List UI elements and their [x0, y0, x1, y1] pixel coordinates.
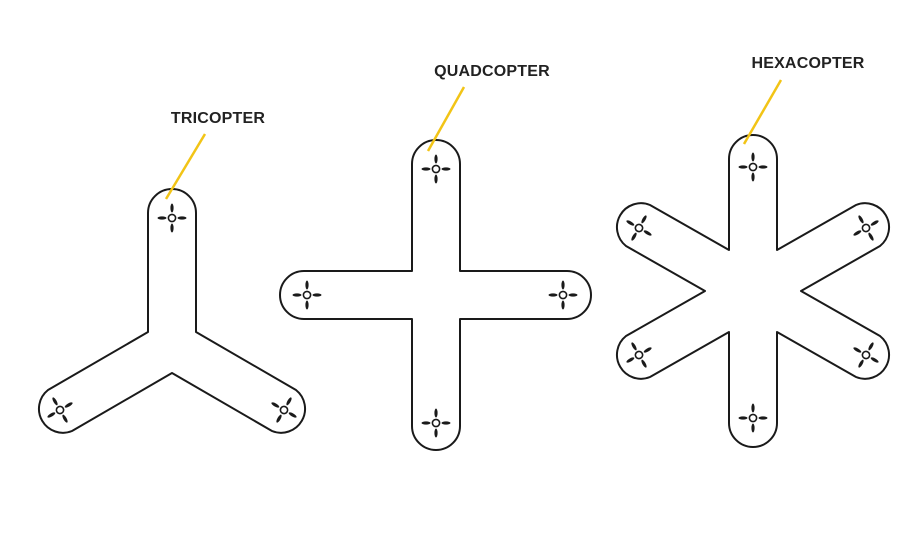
mount-slot-icon — [758, 416, 768, 420]
mount-slot-icon — [177, 216, 187, 220]
motor-hole-icon — [558, 290, 568, 300]
mount-slot-icon — [631, 342, 637, 351]
motor-mount-icon — [853, 215, 879, 241]
motor-mount-icon — [421, 408, 451, 438]
mount-slot-icon — [548, 293, 558, 297]
mount-slot-icon — [64, 402, 73, 408]
motor-hole-icon — [861, 350, 871, 360]
motor-mount-icon — [421, 154, 451, 184]
motor-mount-icon — [626, 215, 652, 241]
mount-slot-icon — [870, 220, 879, 226]
mount-slot-icon — [47, 412, 56, 418]
mount-slot-icon — [305, 280, 309, 290]
motor-hole-icon — [431, 164, 441, 174]
mount-slot-icon — [434, 428, 438, 438]
mount-slot-icon — [568, 293, 578, 297]
motor-mount-icon — [626, 342, 652, 368]
mount-slot-icon — [751, 423, 755, 433]
mount-slot-icon — [271, 402, 280, 408]
mount-slot-icon — [626, 220, 635, 226]
mount-slot-icon — [561, 280, 565, 290]
mount-slot-icon — [738, 416, 748, 420]
hexacopter-motor-mounts — [626, 152, 879, 433]
mount-slot-icon — [441, 421, 451, 425]
hexacopter-frame — [615, 134, 891, 448]
mount-slot-icon — [288, 412, 297, 418]
hexacopter-label: HEXACOPTER — [751, 55, 864, 72]
mount-slot-icon — [157, 216, 167, 220]
mount-slot-icon — [738, 165, 748, 169]
motor-mount-icon — [47, 397, 73, 423]
motor-hole-icon — [167, 213, 177, 223]
mount-slot-icon — [52, 397, 58, 406]
motor-hole-icon — [748, 413, 758, 423]
motor-hole-icon — [302, 290, 312, 300]
motor-hole-icon — [748, 162, 758, 172]
mount-slot-icon — [858, 215, 864, 224]
hexacopter-group: HEXACOPTER — [615, 55, 891, 448]
mount-slot-icon — [561, 300, 565, 310]
motor-mount-icon — [157, 203, 187, 233]
mount-slot-icon — [751, 172, 755, 182]
mount-slot-icon — [312, 293, 322, 297]
mount-slot-icon — [441, 167, 451, 171]
quadcopter-frame — [279, 139, 592, 451]
motor-hole-icon — [634, 350, 644, 360]
tricopter-motor-mounts — [47, 203, 297, 423]
mount-slot-icon — [286, 397, 292, 406]
mount-slot-icon — [751, 403, 755, 413]
mount-slot-icon — [758, 165, 768, 169]
tricopter-group: TRICOPTER — [37, 110, 307, 434]
mount-slot-icon — [868, 232, 874, 241]
mount-slot-icon — [643, 230, 652, 236]
quadcopter-group: QUADCOPTER — [279, 63, 592, 451]
mount-slot-icon — [631, 232, 637, 241]
motor-hole-icon — [634, 223, 644, 233]
mount-slot-icon — [853, 230, 862, 236]
quadcopter-label: QUADCOPTER — [434, 63, 550, 80]
mount-slot-icon — [170, 223, 174, 233]
motor-mount-icon — [271, 397, 297, 423]
motor-hole-icon — [279, 405, 289, 415]
hexacopter-leader-line — [742, 79, 783, 145]
mount-slot-icon — [421, 167, 431, 171]
mount-slot-icon — [305, 300, 309, 310]
motor-mount-icon — [853, 342, 879, 368]
mount-slot-icon — [626, 357, 635, 363]
mount-slot-icon — [421, 421, 431, 425]
tricopter-leader-line — [164, 133, 207, 200]
motor-hole-icon — [861, 223, 871, 233]
quadcopter-motor-mounts — [292, 154, 578, 438]
motor-hole-icon — [431, 418, 441, 428]
motor-mount-icon — [292, 280, 322, 310]
mount-slot-icon — [62, 414, 68, 423]
motor-mount-icon — [548, 280, 578, 310]
mount-slot-icon — [434, 154, 438, 164]
mount-slot-icon — [751, 152, 755, 162]
mount-slot-icon — [292, 293, 302, 297]
mount-slot-icon — [641, 215, 647, 224]
motor-mount-icon — [738, 152, 768, 182]
mount-slot-icon — [641, 359, 647, 368]
mount-slot-icon — [434, 408, 438, 418]
mount-slot-icon — [868, 342, 874, 351]
mount-slot-icon — [853, 347, 862, 353]
mount-slot-icon — [170, 203, 174, 213]
mount-slot-icon — [643, 347, 652, 353]
quadcopter-leader-line — [426, 86, 466, 152]
tricopter-label: TRICOPTER — [171, 110, 265, 127]
mount-slot-icon — [276, 414, 282, 423]
mount-slot-icon — [434, 174, 438, 184]
tricopter-frame — [37, 188, 307, 434]
motor-mount-icon — [738, 403, 768, 433]
mount-slot-icon — [870, 357, 879, 363]
motor-hole-icon — [55, 405, 65, 415]
mount-slot-icon — [858, 359, 864, 368]
